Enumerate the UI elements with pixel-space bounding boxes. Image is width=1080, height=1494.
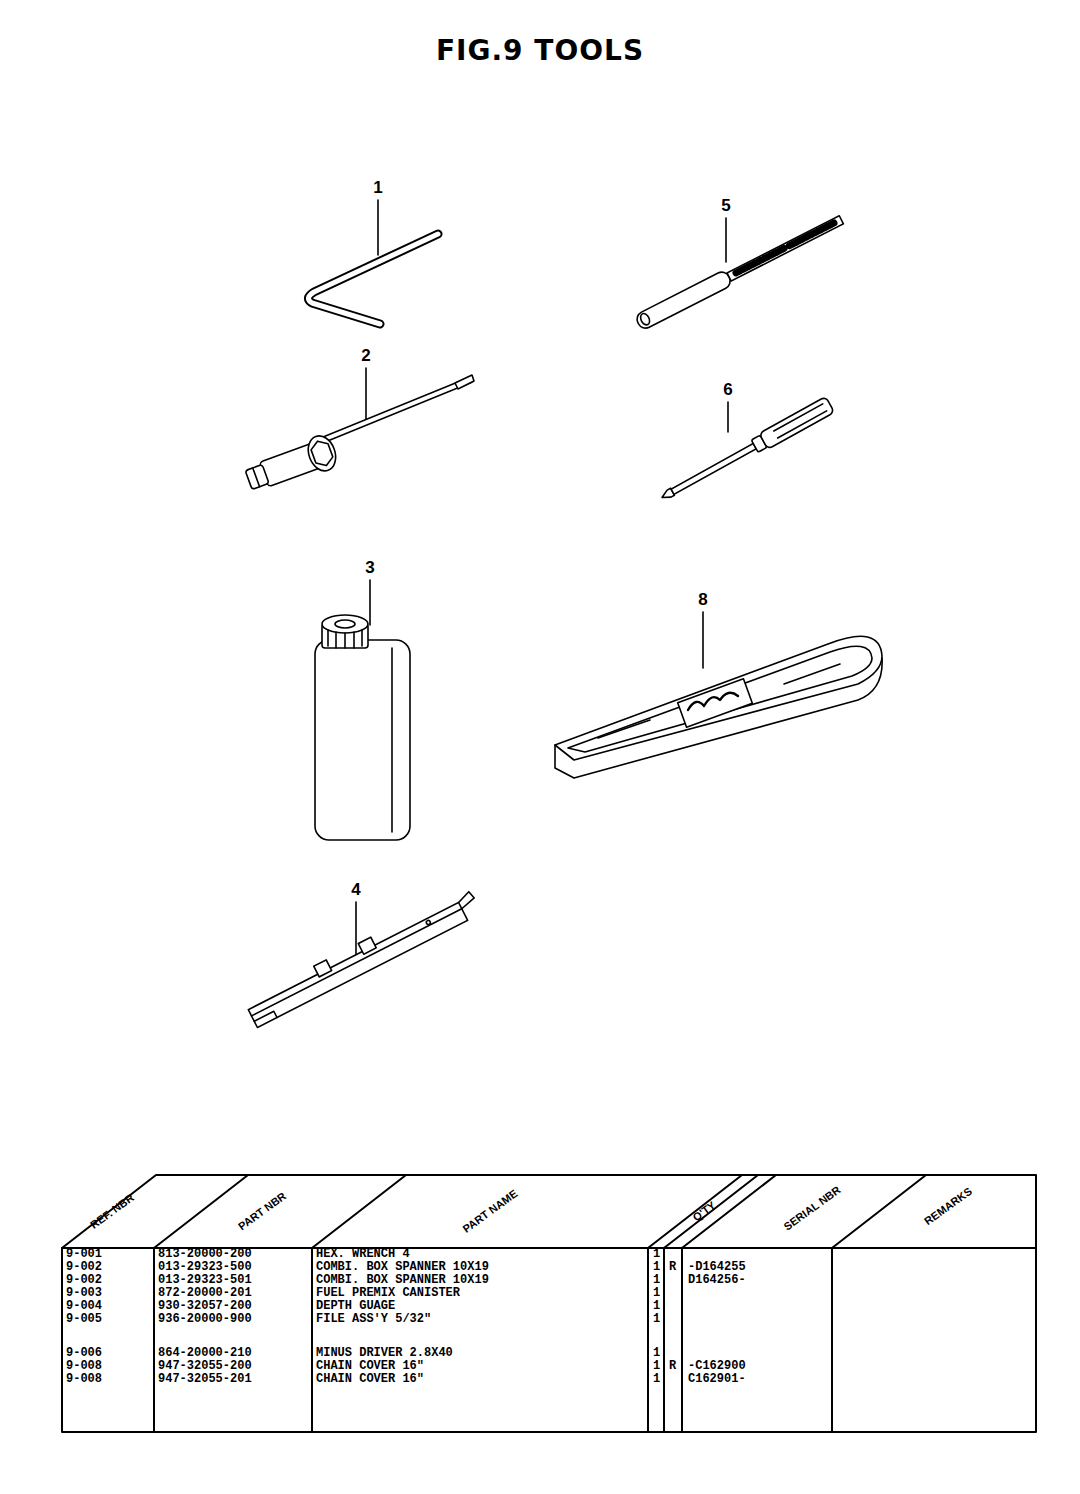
chain-cover <box>555 636 882 778</box>
table-cell: 1 <box>653 1360 660 1373</box>
callout-number: 6 <box>723 380 732 400</box>
table-cell: 947-32055-200 <box>158 1360 252 1373</box>
callout-number: 8 <box>698 590 707 610</box>
depth-gauge <box>244 887 482 1027</box>
table-cell: 1 <box>653 1300 660 1313</box>
table-cell: 9-008 <box>66 1360 102 1373</box>
callout-number: 4 <box>351 880 360 900</box>
column-header: PART NBR <box>236 1190 288 1233</box>
table-cell: MINUS DRIVER 2.8X40 <box>316 1347 453 1360</box>
callout-number: 5 <box>721 196 730 216</box>
table-cell: D164256- <box>688 1274 746 1287</box>
table-cell: 9-002 <box>66 1261 102 1274</box>
callout-number: 1 <box>373 178 382 198</box>
table-cell: 872-20000-201 <box>158 1287 252 1300</box>
table-cell: C162901- <box>688 1373 746 1386</box>
table-cell: 813-20000-200 <box>158 1248 252 1261</box>
table-cell: 1 <box>653 1274 660 1287</box>
file-assembly <box>634 212 845 331</box>
table-cell: 1 <box>653 1313 660 1326</box>
table-cell: HEX. WRENCH 4 <box>316 1248 410 1261</box>
column-header: PART NAME <box>460 1187 519 1235</box>
table-cell: 9-002 <box>66 1274 102 1287</box>
fuel-canister <box>315 615 410 840</box>
table-cell: -D164255 <box>688 1261 746 1274</box>
column-header: REMARKS <box>922 1185 974 1227</box>
callout-number: 3 <box>365 558 374 578</box>
table-cell: 1 <box>653 1287 660 1300</box>
column-header: REF. NBR <box>88 1191 136 1231</box>
table-cell: 930-32057-200 <box>158 1300 252 1313</box>
table-cell: 9-001 <box>66 1248 102 1261</box>
table-cell: 9-003 <box>66 1287 102 1300</box>
table-cell: CHAIN COVER 16" <box>316 1373 424 1386</box>
table-cell: 9-005 <box>66 1313 102 1326</box>
table-cell: 9-008 <box>66 1373 102 1386</box>
table-cell: COMBI. BOX SPANNER 10X19 <box>316 1274 489 1287</box>
table-cell: 936-20000-900 <box>158 1313 252 1326</box>
table-cell: R <box>669 1261 676 1274</box>
table-cell: 9-004 <box>66 1300 102 1313</box>
figure-title: FIG.9 TOOLS <box>436 34 644 67</box>
table-cell: FUEL PREMIX CANISTER <box>316 1287 460 1300</box>
table-cell: 1 <box>653 1261 660 1274</box>
box-spanner <box>242 375 474 497</box>
minus-driver <box>658 397 835 506</box>
table-cell: 9-006 <box>66 1347 102 1360</box>
table-cell: 947-32055-201 <box>158 1373 252 1386</box>
table-cell: 864-20000-210 <box>158 1347 252 1360</box>
table-cell: DEPTH GUAGE <box>316 1300 395 1313</box>
column-header: Q'TY <box>690 1199 717 1224</box>
parts-table <box>62 1175 1036 1432</box>
table-cell: 013-29323-500 <box>158 1261 252 1274</box>
table-cell: 1 <box>653 1248 660 1261</box>
table-cell: 1 <box>653 1373 660 1386</box>
table-cell: FILE ASS'Y 5/32" <box>316 1313 431 1326</box>
hex-wrench <box>308 234 438 324</box>
table-cell: R <box>669 1360 676 1373</box>
table-cell: COMBI. BOX SPANNER 10X19 <box>316 1261 489 1274</box>
table-cell: CHAIN COVER 16" <box>316 1360 424 1373</box>
table-cell: 013-29323-501 <box>158 1274 252 1287</box>
callout-number: 2 <box>361 346 370 366</box>
table-cell: 1 <box>653 1347 660 1360</box>
column-header: SERIAL NBR <box>781 1183 842 1232</box>
table-cell: -C162900 <box>688 1360 746 1373</box>
